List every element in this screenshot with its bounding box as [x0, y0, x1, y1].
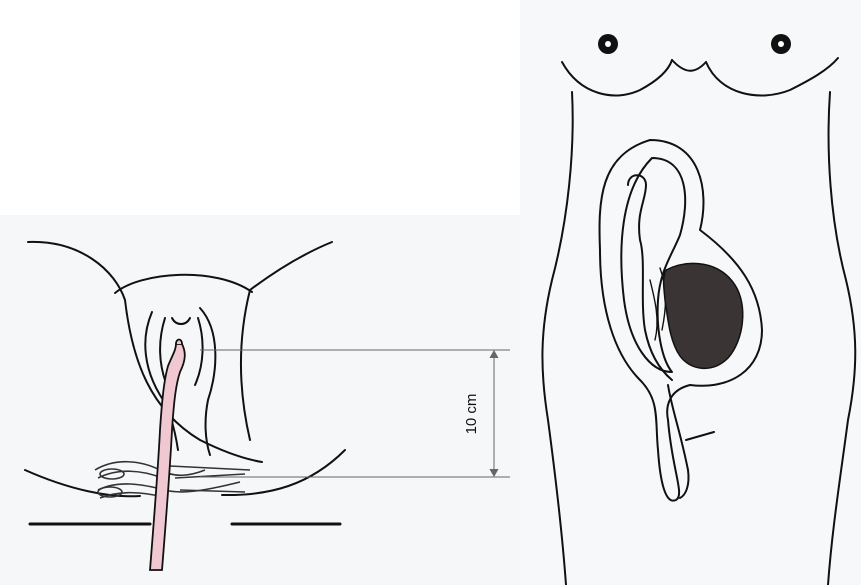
measurement-label: 10 cm — [463, 394, 480, 435]
nipple-right-center — [778, 41, 784, 47]
catheter-tip — [176, 340, 182, 345]
left-panel-background — [0, 215, 520, 585]
nipple-left-center — [605, 41, 611, 47]
